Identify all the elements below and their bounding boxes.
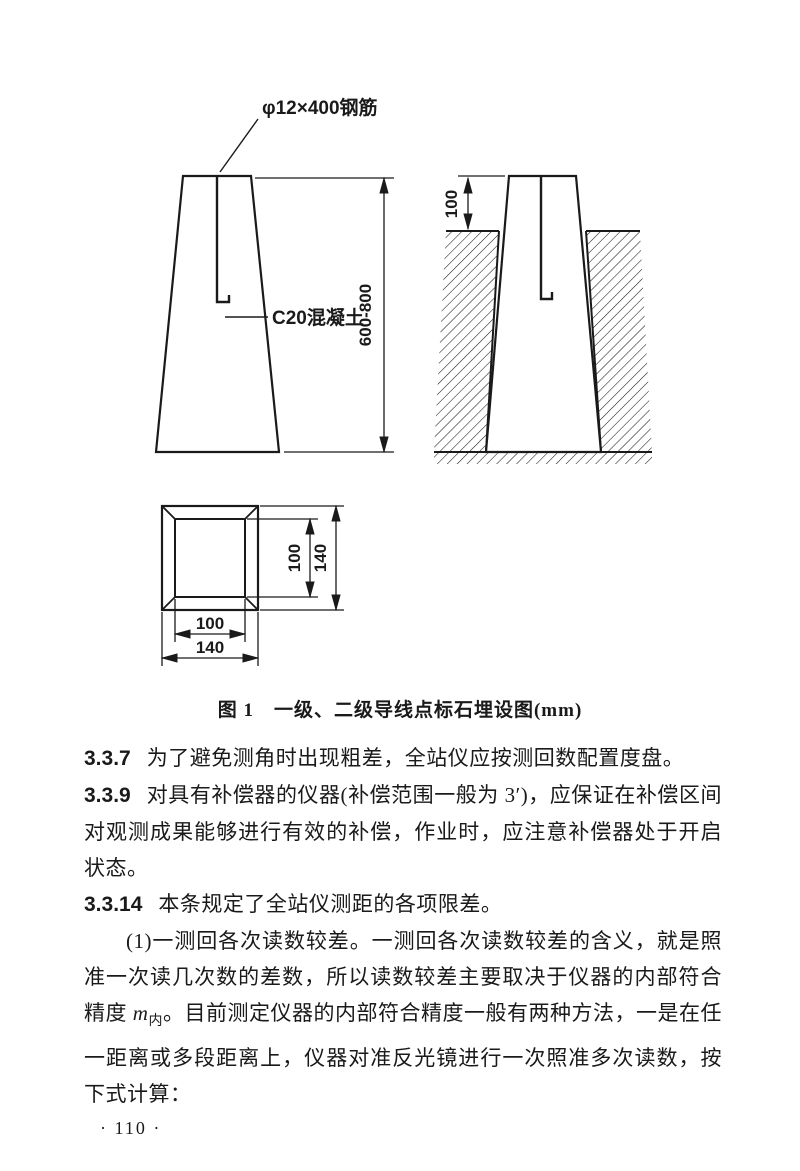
- section-number: 3.3.9: [84, 784, 131, 807]
- rebar-leader-line: [219, 118, 259, 173]
- plan-view: [160, 504, 344, 666]
- buried-rebar-line: [539, 176, 554, 301]
- soil-hatch-right: [586, 231, 652, 452]
- stone-outline: [154, 174, 281, 454]
- symbol-m-subscript: 内: [148, 1014, 163, 1030]
- section-number: 3.3.7: [84, 747, 131, 770]
- soil-hatch-left: [434, 231, 499, 452]
- section-3-3-14: 3.3.14 本条规定了全站仪测距的各项限差。: [84, 886, 722, 923]
- concrete-label: C20混凝土: [272, 306, 364, 329]
- plan-inner-h-label: 100: [196, 614, 224, 633]
- plan-corner-line-bl: [161, 596, 176, 611]
- plan-inner-v-label: 100: [285, 544, 304, 572]
- plan-outer-square: [160, 504, 260, 612]
- buried-view: [434, 174, 652, 464]
- plan-outer-h-label: 140: [196, 638, 224, 657]
- paragraph-reading-difference: (1)一测回各次读数较差。一测回各次读数较差的含义，就是照准一次读几次数的差数，…: [84, 923, 722, 1112]
- section-number: 3.3.14: [84, 893, 143, 916]
- plan-outer-v-label: 140: [311, 544, 330, 572]
- section-3-3-7: 3.3.7 为了避免测角时出现粗差，全站仪应按测回数配置度盘。: [84, 740, 722, 777]
- plan-corner-line-tl: [161, 505, 176, 520]
- soil-hatch-bottom: [434, 452, 652, 464]
- plan-corner-line-br: [244, 596, 259, 611]
- paragraph-text: 。目前测定仪器的内部符合精度一般有两种方法，一是在任一距离或多段距离上，仪器对准…: [84, 1001, 723, 1107]
- figure-caption: 图 1 一级、二级导线点标石埋设图(mm): [217, 700, 583, 721]
- exposure-dim-label: 100: [442, 190, 461, 218]
- plan-corner-line-tr: [244, 505, 259, 520]
- rebar-label: φ12×400钢筋: [262, 96, 378, 119]
- plan-inner-square: [174, 518, 246, 598]
- rebar-line: [215, 176, 231, 304]
- page-number: · 110 ·: [100, 1118, 162, 1139]
- symbol-m: m: [132, 1001, 149, 1025]
- section-text: 本条规定了全站仪测距的各项限差。: [158, 892, 503, 916]
- elevation-view: [154, 118, 394, 454]
- section-text: 对具有补偿器的仪器(补偿范围一般为 3′)，应保证在补偿区间对观测成果能够进行有…: [84, 783, 722, 880]
- buried-stone-outline: [484, 174, 603, 454]
- paragraph-text: (1)一测回各次读数较差。一测回各次读数较差的含义，就是照准一次读几次数的差数，…: [84, 929, 722, 1025]
- section-text: 为了避免测角时出现粗差，全站仪应按测回数配置度盘。: [146, 746, 685, 770]
- figure-1-diagram: φ12×400钢筋 C20混凝土 600-800 100: [154, 96, 652, 666]
- depth-dim-label: 600-800: [356, 284, 375, 346]
